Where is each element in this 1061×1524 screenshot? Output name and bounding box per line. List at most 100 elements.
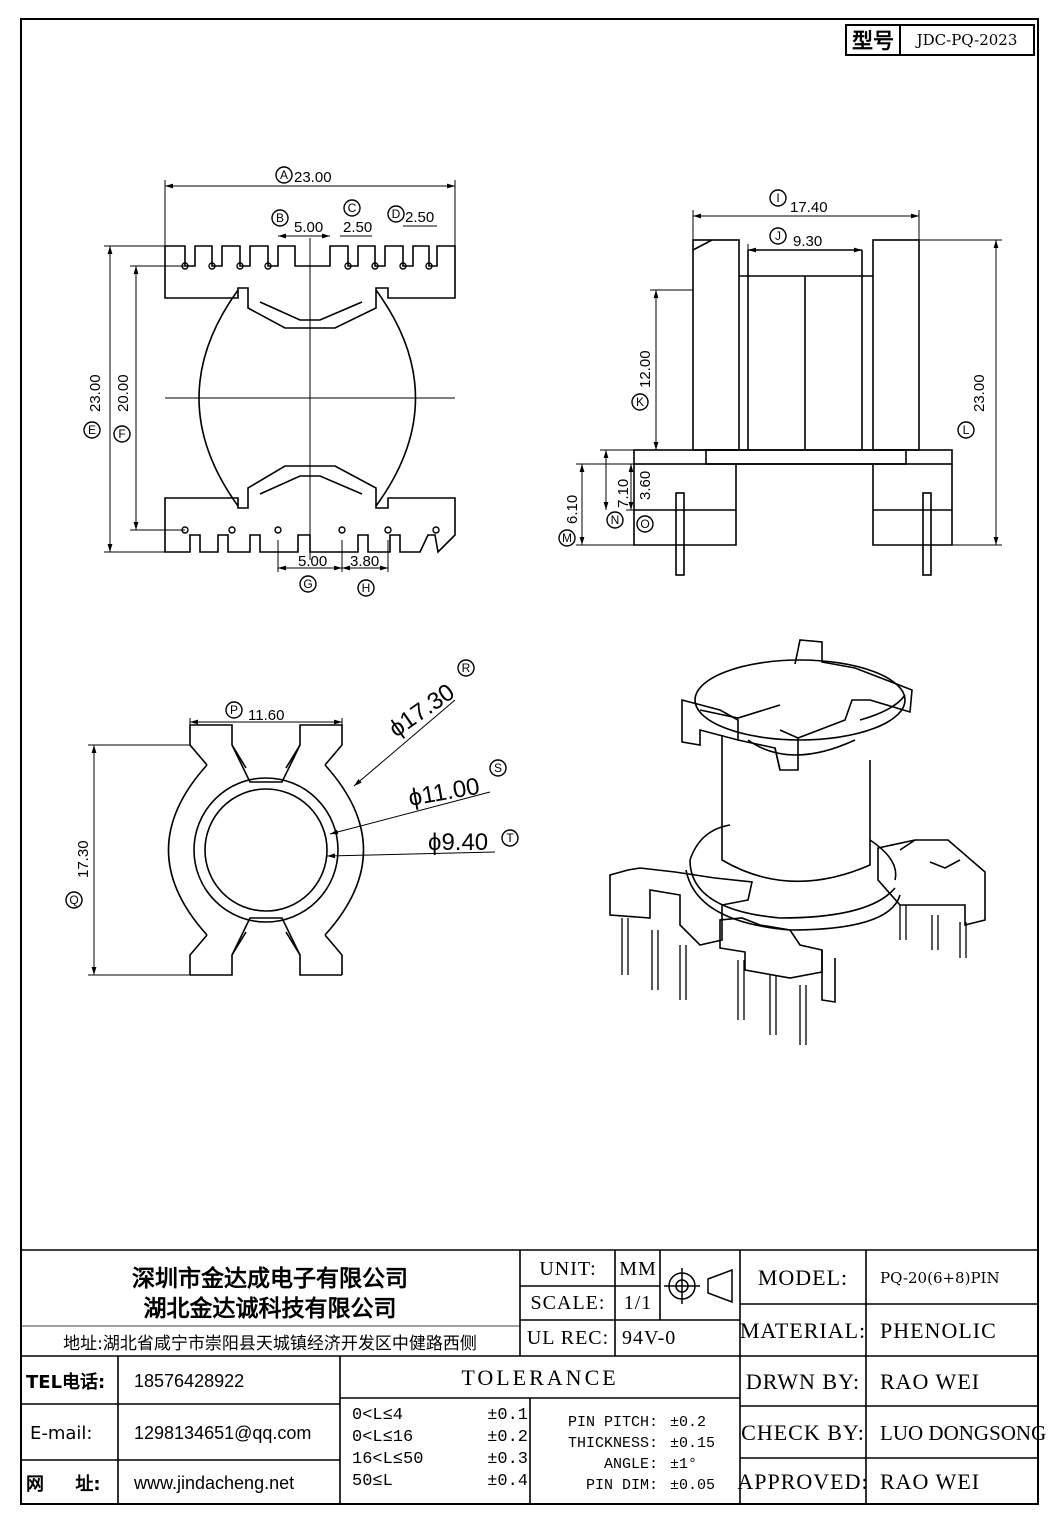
ref-l: L <box>957 421 975 439</box>
ref-k: K <box>631 393 649 411</box>
drawn-value: RAO WEI <box>880 1369 981 1394</box>
ref-s: S <box>489 759 507 777</box>
dim-i: 17.40 <box>790 199 828 216</box>
ref-m: M <box>558 529 576 547</box>
drawn-label: DRWN BY: <box>745 1369 861 1394</box>
tolerance-row: 50≤L±0.4 <box>352 1472 528 1491</box>
approved-label: APPROVED: <box>737 1469 869 1494</box>
dim-h: 3.80 <box>350 553 379 570</box>
ref-t: T <box>501 829 519 847</box>
svg-text:S: S <box>494 761 502 775</box>
dim-q: 17.30 <box>75 840 92 878</box>
ref-c: C <box>343 199 361 217</box>
model-value: PQ-20(6+8)PIN <box>880 1269 1000 1287</box>
svg-text:C: C <box>348 201 357 215</box>
dim-n: 7.10 <box>615 479 632 508</box>
isometric-view <box>609 639 986 1045</box>
dim-t: ϕ9.40 <box>428 829 488 856</box>
svg-text:O: O <box>640 517 649 531</box>
dim-f: 20.00 <box>115 374 132 412</box>
svg-text:B: B <box>276 211 284 225</box>
tolerance-extra-row: ANGLE:±1° <box>603 1456 698 1473</box>
web-label: 网 址: <box>26 1474 101 1495</box>
ref-d: D <box>387 205 405 223</box>
side-view <box>576 210 1002 576</box>
model-label: MODEL: <box>757 1265 849 1290</box>
ref-f: F <box>113 425 131 443</box>
tolerance-extra-row: PIN PITCH:±0.2 <box>567 1414 707 1431</box>
dim-e: 23.00 <box>87 374 104 412</box>
svg-text:I: I <box>776 191 779 205</box>
tolerance-extra: PIN PITCH:±0.2 THICKNESS:±0.15 ANGLE:±1°… <box>540 1414 736 1498</box>
tolerance-extra-row: THICKNESS:±0.15 <box>567 1435 716 1452</box>
tolerance-row: 0<L≤4±0.1 <box>352 1406 528 1425</box>
svg-text:A: A <box>280 168 288 182</box>
email-label: E-mail: <box>30 1422 93 1444</box>
reference-markers: A B C D E F G H I J K L M N O P Q R S T <box>65 166 975 909</box>
email-value: 1298134651@qq.com <box>134 1422 312 1443</box>
svg-text:L: L <box>963 423 970 437</box>
model-no-value: JDC-PQ-2023 <box>899 24 1035 56</box>
svg-text:T: T <box>506 831 514 845</box>
svg-text:G: G <box>303 577 312 591</box>
ul-label: UL REC: <box>526 1326 610 1349</box>
svg-text:N: N <box>611 513 620 527</box>
dim-a: 23.00 <box>294 169 332 186</box>
ref-b: B <box>271 209 289 227</box>
model-no-label: 型号 <box>845 24 901 56</box>
dim-c: 2.50 <box>343 219 372 236</box>
svg-text:J: J <box>775 229 781 243</box>
scale-value: 1/1 <box>623 1292 653 1314</box>
svg-text:F: F <box>118 427 125 441</box>
dim-d: 2.50 <box>405 209 434 226</box>
dim-r: ϕ17.30 <box>384 679 460 743</box>
ref-g: G <box>299 575 317 593</box>
company-name-1: 深圳市金达成电子有限公司 <box>132 1266 408 1292</box>
title-block-grid <box>20 1249 1039 1505</box>
ref-p: P <box>225 701 243 719</box>
material-value: PHENOLIC <box>880 1318 997 1343</box>
svg-text:M: M <box>562 531 572 545</box>
dim-p: 11.60 <box>248 707 284 724</box>
tel-label: TEL电话: <box>26 1372 106 1393</box>
dim-g: 5.00 <box>298 553 327 570</box>
dim-s: ϕ11.00 <box>406 773 481 812</box>
tolerance-row: 0<L≤16±0.2 <box>352 1428 528 1447</box>
web-value: www.jindacheng.net <box>134 1472 295 1493</box>
tolerance-extra-row: PIN DIM:±0.05 <box>585 1477 716 1494</box>
tolerance-row: 16<L≤50±0.3 <box>352 1450 528 1469</box>
tel-value: 18576428922 <box>134 1370 245 1391</box>
ref-i: I <box>769 189 787 207</box>
dim-k: 12.00 <box>637 350 654 388</box>
projection-symbol <box>664 1268 733 1304</box>
ref-h: H <box>357 579 375 597</box>
check-label: CHECK BY: <box>741 1420 865 1445</box>
ref-n: N <box>606 511 624 529</box>
svg-text:Q: Q <box>69 893 78 907</box>
svg-text:K: K <box>636 395 644 409</box>
ref-r: R <box>457 659 475 677</box>
ref-o: O <box>636 515 654 533</box>
ul-value: 94V-0 <box>622 1326 677 1349</box>
dimension-labels: 23.00 5.00 2.50 2.50 5.00 3.80 23.00 20.… <box>75 169 988 878</box>
tolerance-table: 0<L≤4±0.1 0<L≤16±0.2 16<L≤50±0.3 50≤L±0.… <box>352 1406 528 1494</box>
dim-b: 5.00 <box>294 219 323 236</box>
company-address: 地址:湖北省咸宁市崇阳县天城镇经济开发区中健路西侧 <box>63 1333 477 1354</box>
dim-l: 23.00 <box>971 374 988 412</box>
material-label: MATERIAL: <box>739 1318 867 1343</box>
svg-text:E: E <box>88 423 96 437</box>
svg-text:H: H <box>362 581 371 595</box>
unit-label: UNIT: <box>539 1257 597 1280</box>
approved-value: RAO WEI <box>880 1469 981 1494</box>
company-name-2: 湖北金达诚科技有限公司 <box>143 1296 397 1322</box>
ref-q: Q <box>65 891 83 909</box>
scale-label: SCALE: <box>530 1292 606 1314</box>
dim-o: 3.60 <box>637 471 654 500</box>
svg-text:D: D <box>392 207 401 221</box>
dim-m: 6.10 <box>564 495 581 524</box>
ref-j: J <box>769 227 787 245</box>
ref-a: A <box>275 166 293 184</box>
check-value: LUO DONGSONG <box>880 1420 1047 1445</box>
end-view <box>88 699 496 976</box>
